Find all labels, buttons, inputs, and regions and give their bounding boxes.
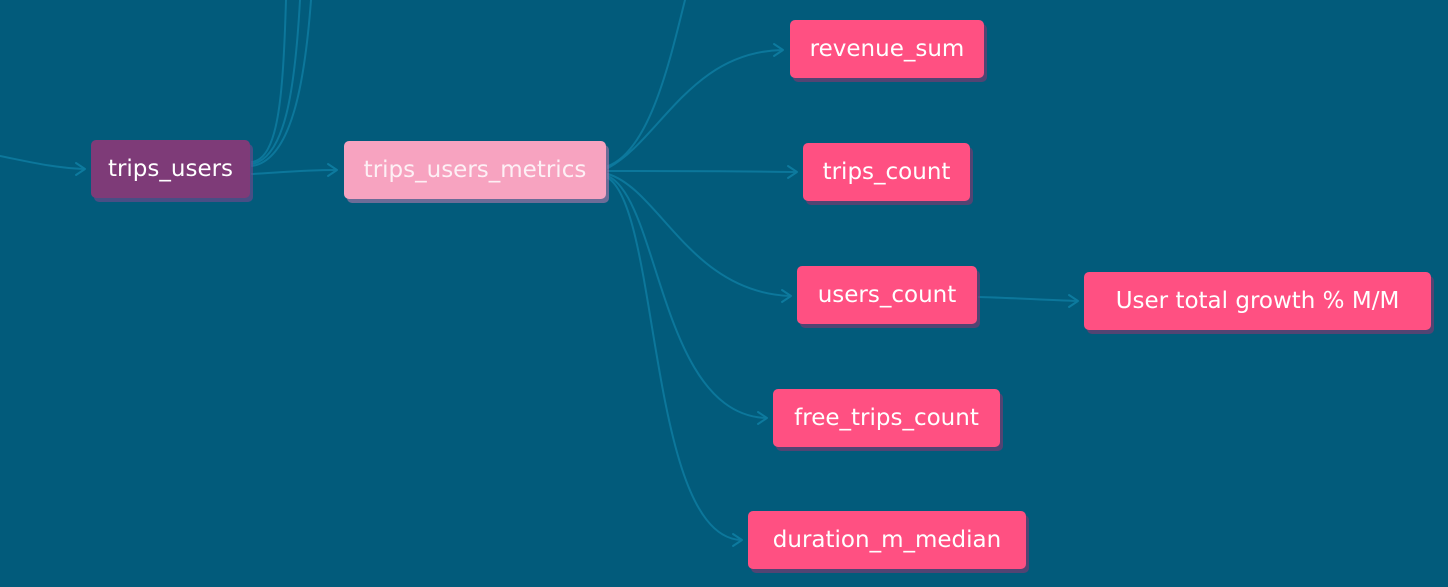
edge-metrics-to-revenue-sum — [607, 49, 783, 169]
node-trips-users[interactable]: trips_users — [91, 140, 250, 198]
node-trips-count[interactable]: trips_count — [803, 143, 970, 201]
edge-metrics-to-trips-count — [607, 170, 797, 173]
node-label: users_count — [817, 281, 957, 308]
edge-trips-users-to-metrics — [251, 169, 337, 175]
arrowhead-trips-count — [787, 165, 798, 179]
edge-trips-users-up-2 — [251, 0, 301, 165]
node-label: revenue_sum — [809, 35, 965, 62]
arrowhead-trips-users-metrics — [327, 163, 338, 177]
node-duration-m-median[interactable]: duration_m_median — [748, 511, 1026, 569]
arrowhead-user-growth — [1068, 294, 1079, 308]
node-label: trips_count — [822, 158, 951, 185]
edge-trips-users-up-1 — [251, 0, 287, 163]
node-trips-users-metrics[interactable]: trips_users_metrics — [344, 141, 606, 199]
edge-upstream-to-trips-users — [0, 155, 85, 170]
node-label: trips_users_metrics — [363, 156, 587, 183]
node-free-trips-count[interactable]: free_trips_count — [773, 389, 1000, 447]
node-label: trips_users — [107, 155, 234, 182]
arrowhead-users-count — [781, 289, 792, 303]
node-label: User total growth % M/M — [1115, 287, 1400, 314]
arrowhead-trips-users — [75, 162, 86, 176]
edge-trips-users-up-3 — [251, 0, 312, 167]
node-users-count[interactable]: users_count — [797, 266, 977, 324]
edge-users-count-to-user-growth — [978, 296, 1078, 302]
node-user-total-growth[interactable]: User total growth % M/M — [1084, 272, 1431, 330]
arrowhead-free-trips-count — [757, 411, 768, 425]
edge-metrics-to-duration-median — [607, 177, 742, 541]
node-label: duration_m_median — [772, 526, 1002, 553]
arrowhead-revenue-sum — [773, 43, 784, 57]
edge-metrics-to-free-trips-count — [607, 175, 767, 419]
node-revenue-sum[interactable]: revenue_sum — [790, 20, 984, 78]
edge-metrics-up — [607, 0, 686, 167]
arrowhead-duration-median — [732, 533, 743, 547]
edge-metrics-to-users-count — [607, 173, 791, 297]
node-label: free_trips_count — [794, 404, 979, 431]
